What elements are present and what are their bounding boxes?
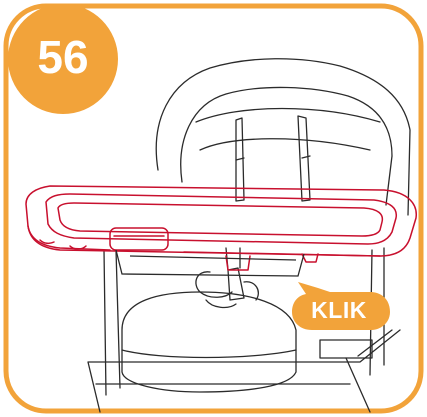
step-number: 56 <box>14 30 112 84</box>
klik-label: KLIK <box>296 296 382 324</box>
